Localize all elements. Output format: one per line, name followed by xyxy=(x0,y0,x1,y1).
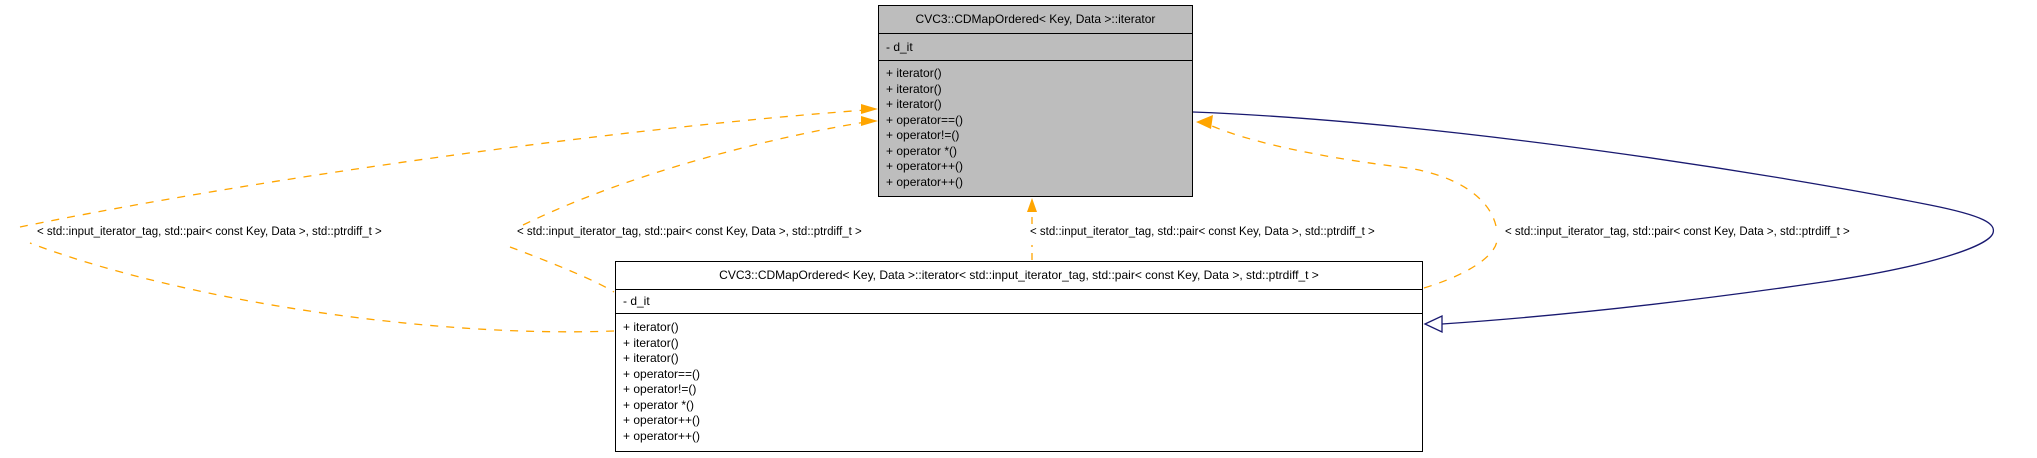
class-method: + operator *() xyxy=(623,397,695,412)
edge-label: < std::input_iterator_tag, std::pair< co… xyxy=(517,226,862,238)
class-method: + operator!=() xyxy=(886,128,960,142)
class-method: + operator++() xyxy=(886,159,964,173)
class-node-instantiation[interactable]: CVC3::CDMapOrdered< Key, Data >::iterato… xyxy=(615,261,1423,452)
edge-label: < std::input_iterator_tag, std::pair< co… xyxy=(37,226,382,238)
edge-label: < std::input_iterator_tag, std::pair< co… xyxy=(1505,226,1850,238)
class-method: + operator==() xyxy=(623,366,701,381)
class-method: + operator++() xyxy=(886,174,964,189)
template-arg-edge-a-upper xyxy=(19,109,867,228)
class-attribute: - d_it xyxy=(886,40,913,54)
class-method: + iterator() xyxy=(623,351,679,365)
template-arg-edge-b-upper xyxy=(522,121,867,226)
class-method: + operator *() xyxy=(886,143,958,158)
class-method: + operator++() xyxy=(623,413,701,427)
class-node-template[interactable]: CVC3::CDMapOrdered< Key, Data >::iterato… xyxy=(878,5,1193,197)
class-attribute: - d_it xyxy=(623,294,650,308)
class-title: CVC3::CDMapOrdered< Key, Data >::iterato… xyxy=(879,6,1192,34)
template-arg-arrowhead-b xyxy=(861,116,878,126)
class-title: CVC3::CDMapOrdered< Key, Data >::iterato… xyxy=(616,262,1422,290)
inheritance-arrowhead xyxy=(1423,314,1443,334)
template-arg-edge-a-lower xyxy=(29,242,615,333)
template-arg-edge-d-lower xyxy=(1423,239,1498,289)
class-method: + operator++() xyxy=(623,428,701,443)
class-method: + iterator() xyxy=(886,66,942,80)
edge-label: < std::input_iterator_tag, std::pair< co… xyxy=(1030,226,1375,238)
template-arg-arrowhead-a xyxy=(861,104,878,114)
class-method: + operator!=() xyxy=(623,382,697,396)
class-method: + iterator() xyxy=(886,81,942,96)
class-method: + iterator() xyxy=(623,335,679,350)
template-arg-edge-b-lower xyxy=(509,246,615,293)
class-method: + iterator() xyxy=(886,97,942,111)
template-arg-arrowhead-d xyxy=(1196,115,1213,129)
class-method: + iterator() xyxy=(623,320,679,334)
template-arg-arrowhead-c xyxy=(1027,198,1037,212)
class-method: + operator==() xyxy=(886,112,964,127)
template-arg-edge-d-upper xyxy=(1211,125,1497,227)
inheritance-edge xyxy=(1192,111,1995,325)
